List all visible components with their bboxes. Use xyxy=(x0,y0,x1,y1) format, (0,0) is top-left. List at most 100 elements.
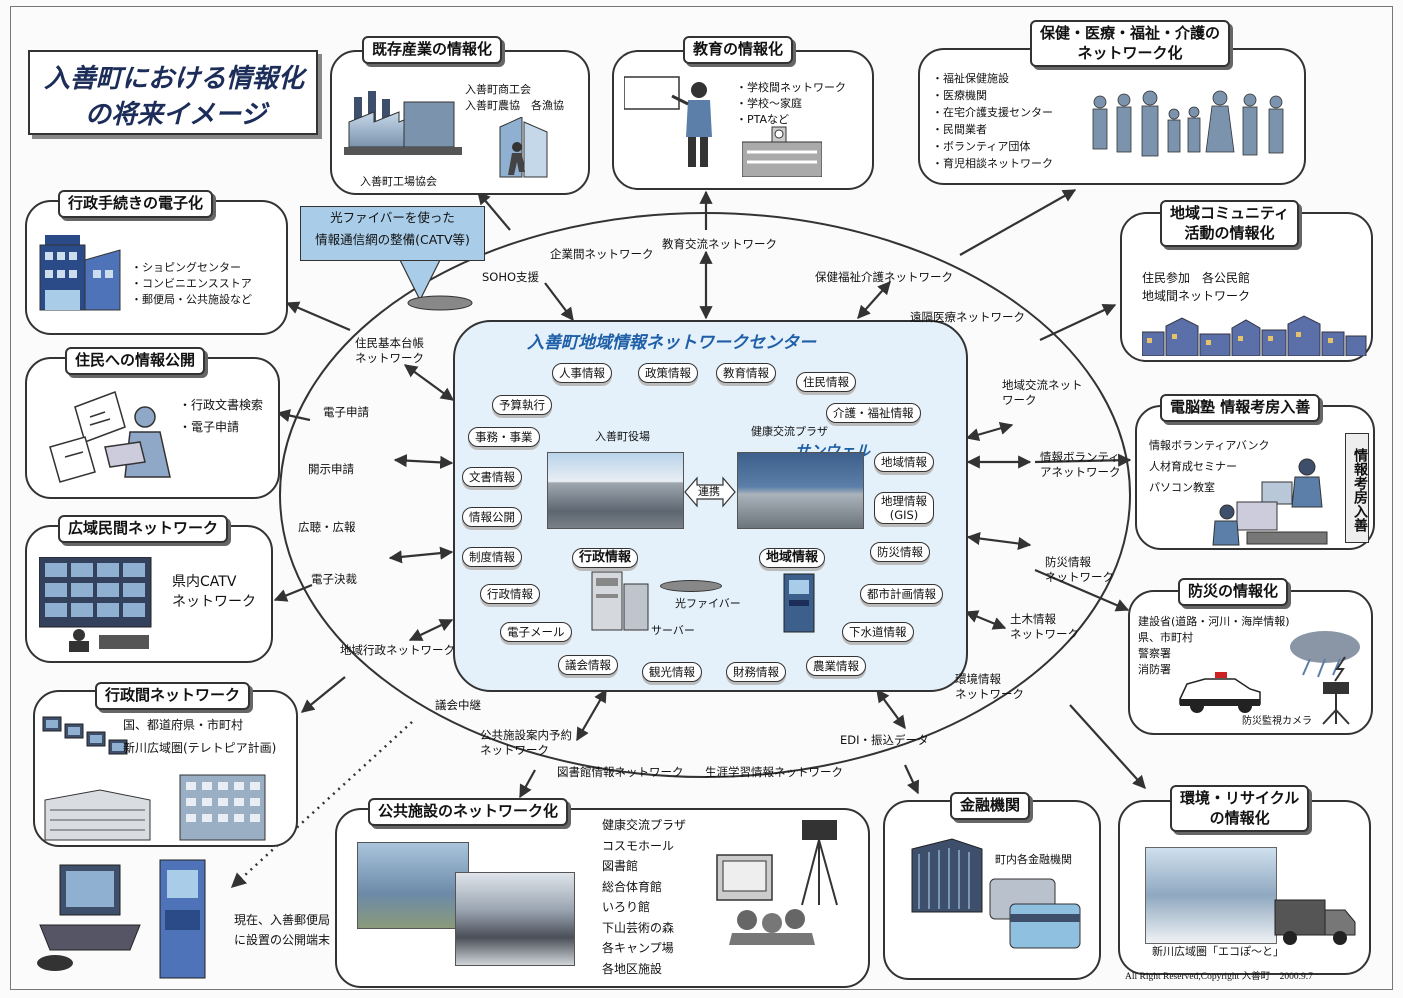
box-public-facilities: 健康交流プラザ コスモホール 図書館 総合体育館 いろり館 下山芸術の森 各キャ… xyxy=(335,808,870,988)
dennou-items: 情報ボランティアバンク 人材育成セミナー パソコン教室 xyxy=(1149,439,1270,494)
terminal-caption: 現在、入善郵便局 に設置の公開端末 xyxy=(234,913,331,947)
network-label: 情報ボランティ アネットワーク xyxy=(1040,450,1121,479)
title-public-info: 住民への情報公開 xyxy=(65,347,206,375)
government-buildings-icon xyxy=(44,774,266,841)
box-education: ・学校間ネットワーク ・学校～家庭 ・PTAなど xyxy=(612,50,874,190)
terminal-dotted-arrow xyxy=(230,721,413,889)
page-title-line1: 入善町における情報化 xyxy=(44,64,305,94)
plaza-label: 健康交流プラザ xyxy=(751,425,828,438)
database-pill: 行政情報 xyxy=(480,584,540,604)
title-inter-government: 行政間ネットワーク xyxy=(95,682,251,710)
database-pill: 教育情報 xyxy=(716,363,776,383)
network-label: EDI・振込データ xyxy=(840,733,929,747)
computer-terminals-icon xyxy=(42,716,128,755)
title-education: 教育の情報化 xyxy=(683,36,794,64)
title-health-welfare: 保健・医療・福祉・介護の ネットワーク化 xyxy=(1030,20,1231,67)
database-pill: 下水道情報 xyxy=(842,622,914,642)
title-community: 地域コミュニティ 活動の情報化 xyxy=(1160,200,1300,247)
businessman-icon xyxy=(499,117,548,178)
network-label: 企業間ネットワーク xyxy=(550,247,654,261)
health-items: ・福祉保健施設 ・医療機関 ・在宅介護支援センター ・民間業者 ・ボランティア団… xyxy=(932,72,1053,170)
copyright-notice: All Right Reserved,Copyright 入善町 2000.9.… xyxy=(1125,972,1313,982)
garbage-truck-icon xyxy=(1274,899,1356,945)
monitor-wall-icon xyxy=(39,557,152,652)
database-pill: 情報公開 xyxy=(462,507,522,527)
environment-caption: 新川広域圏「エコぽ～と」 xyxy=(1152,945,1284,958)
link-double-arrow xyxy=(684,476,736,508)
inter-government-items: 国、都道府県・市町村 新川広域圏(テレトピア計画) xyxy=(123,718,277,755)
fiber-cable-icon xyxy=(407,295,473,311)
server-rack-icon xyxy=(591,571,649,631)
shop-building-icon xyxy=(39,235,121,311)
industry-items: 入善町商工会 入善町農協 各漁協 xyxy=(465,83,564,112)
fiber-callout-line1: 光ファイバーを使った xyxy=(330,210,455,225)
database-pill: 議会情報 xyxy=(558,655,618,675)
database-pill: 住民情報 xyxy=(796,372,856,392)
public-info-items: ・行政文書検索 ・電子申請 xyxy=(179,398,264,434)
fiber-label: 光ファイバー xyxy=(675,597,741,610)
network-label: 保健福祉介護ネットワーク xyxy=(815,270,953,284)
public-terminal-icon xyxy=(37,859,206,979)
connection-arrows xyxy=(273,189,1146,799)
people-group-icon xyxy=(1092,90,1284,157)
facility-photo-2 xyxy=(455,872,575,966)
network-label: 地域行政ネットワーク xyxy=(340,643,455,657)
network-label: 防災情報 ネットワーク xyxy=(1045,555,1114,584)
community-items: 住民参加 各公民館 地域間ネットワーク xyxy=(1142,271,1251,303)
school-building-icon xyxy=(742,126,822,177)
network-label: 住民基本台帳 ネットワーク xyxy=(355,336,424,365)
chiiki-info-label: 地域情報 xyxy=(759,548,826,568)
database-pill: 観光情報 xyxy=(642,662,702,682)
page-title-card: 入善町における情報化 の将来イメージ xyxy=(28,50,318,135)
network-label: 教育交流ネットワーク xyxy=(662,237,777,251)
town-hall-photo xyxy=(547,452,684,529)
box-dennou-juku: 情報ボランティアバンク 人材育成セミナー パソコン教室 情報考房入善 xyxy=(1135,405,1375,550)
bank-building-icon xyxy=(911,838,983,913)
network-label: 公共施設案内予約 ネットワーク xyxy=(480,728,572,757)
gyosei-info-label: 行政情報 xyxy=(572,548,639,568)
public-facilities-items: 健康交流プラザ コスモホール 図書館 総合体育館 いろり館 下山芸術の森 各キャ… xyxy=(602,818,687,976)
database-pill: 文書情報 xyxy=(462,467,522,487)
eco-facility-photo xyxy=(1145,847,1277,944)
database-pill: 地理情報 (GIS) xyxy=(874,492,934,524)
database-pill: 電子メール xyxy=(500,622,572,642)
network-label: 土木情報 ネットワーク xyxy=(1010,612,1079,641)
teacher-icon xyxy=(624,76,712,167)
factory-icon xyxy=(344,91,462,155)
education-items: ・学校間ネットワーク ・学校～家庭 ・PTAなど xyxy=(736,81,846,126)
office-worker-icon xyxy=(49,391,171,483)
box-finance: 町内各金融機関 xyxy=(883,800,1101,980)
database-pill: 防災情報 xyxy=(870,542,930,562)
database-pill: 制度情報 xyxy=(462,547,522,567)
database-pill: 財務情報 xyxy=(726,662,786,682)
cash-card-icon xyxy=(989,878,1081,949)
info-kiosk-icon xyxy=(783,573,815,633)
network-label: 生涯学習情報ネットワーク xyxy=(705,765,843,779)
finance-items: 町内各金融機関 xyxy=(995,853,1072,866)
title-environment: 環境・リサイクル の情報化 xyxy=(1170,785,1310,832)
database-pill: 事務・事業 xyxy=(468,427,540,447)
disaster-items: 建設省(道路・河川・海岸情報) 県、市町村 警察署 消防署 xyxy=(1138,615,1290,676)
dennou-sign: 情報考房入善 xyxy=(1345,433,1369,543)
disaster-caption: 防災監視カメラ xyxy=(1242,716,1312,727)
network-label: 広聴・広報 xyxy=(298,520,356,534)
facility-photo-1 xyxy=(357,842,469,929)
title-disaster: 防災の情報化 xyxy=(1178,578,1289,606)
police-car-icon xyxy=(1179,672,1261,713)
box-regional-private: 県内CATV ネットワーク xyxy=(25,525,273,663)
fiber-callout: 光ファイバーを使った 情報通信網の整備(CATV等) xyxy=(300,206,485,261)
fiber-callout-line2: 情報通信網の整備(CATV等) xyxy=(315,232,470,247)
network-label: 電子申請 xyxy=(323,405,369,419)
town-hall-label: 入善町役場 xyxy=(595,430,650,443)
network-label: 地域交流ネット ワーク xyxy=(1002,378,1083,407)
box-health-welfare: ・福祉保健施設 ・医療機関 ・在宅介護支援センター ・民間業者 ・ボランティア団… xyxy=(918,48,1306,185)
page-title-line2: の将来イメージ xyxy=(85,100,267,130)
box-existing-industry: 入善町商工会 入善町農協 各漁協 入善町工場協会 xyxy=(330,50,590,195)
title-regional-private: 広域民間ネットワーク xyxy=(58,515,229,543)
database-pill: 介護・福祉情報 xyxy=(826,403,921,423)
computer-class-icon xyxy=(1212,458,1328,546)
box-admin-procedures: ・ショピングセンター ・コンビニエンスストア ・郵便局・公共施設など xyxy=(25,200,288,335)
server-label: サーバー xyxy=(651,624,695,637)
storm-cloud-icon xyxy=(1290,631,1360,682)
